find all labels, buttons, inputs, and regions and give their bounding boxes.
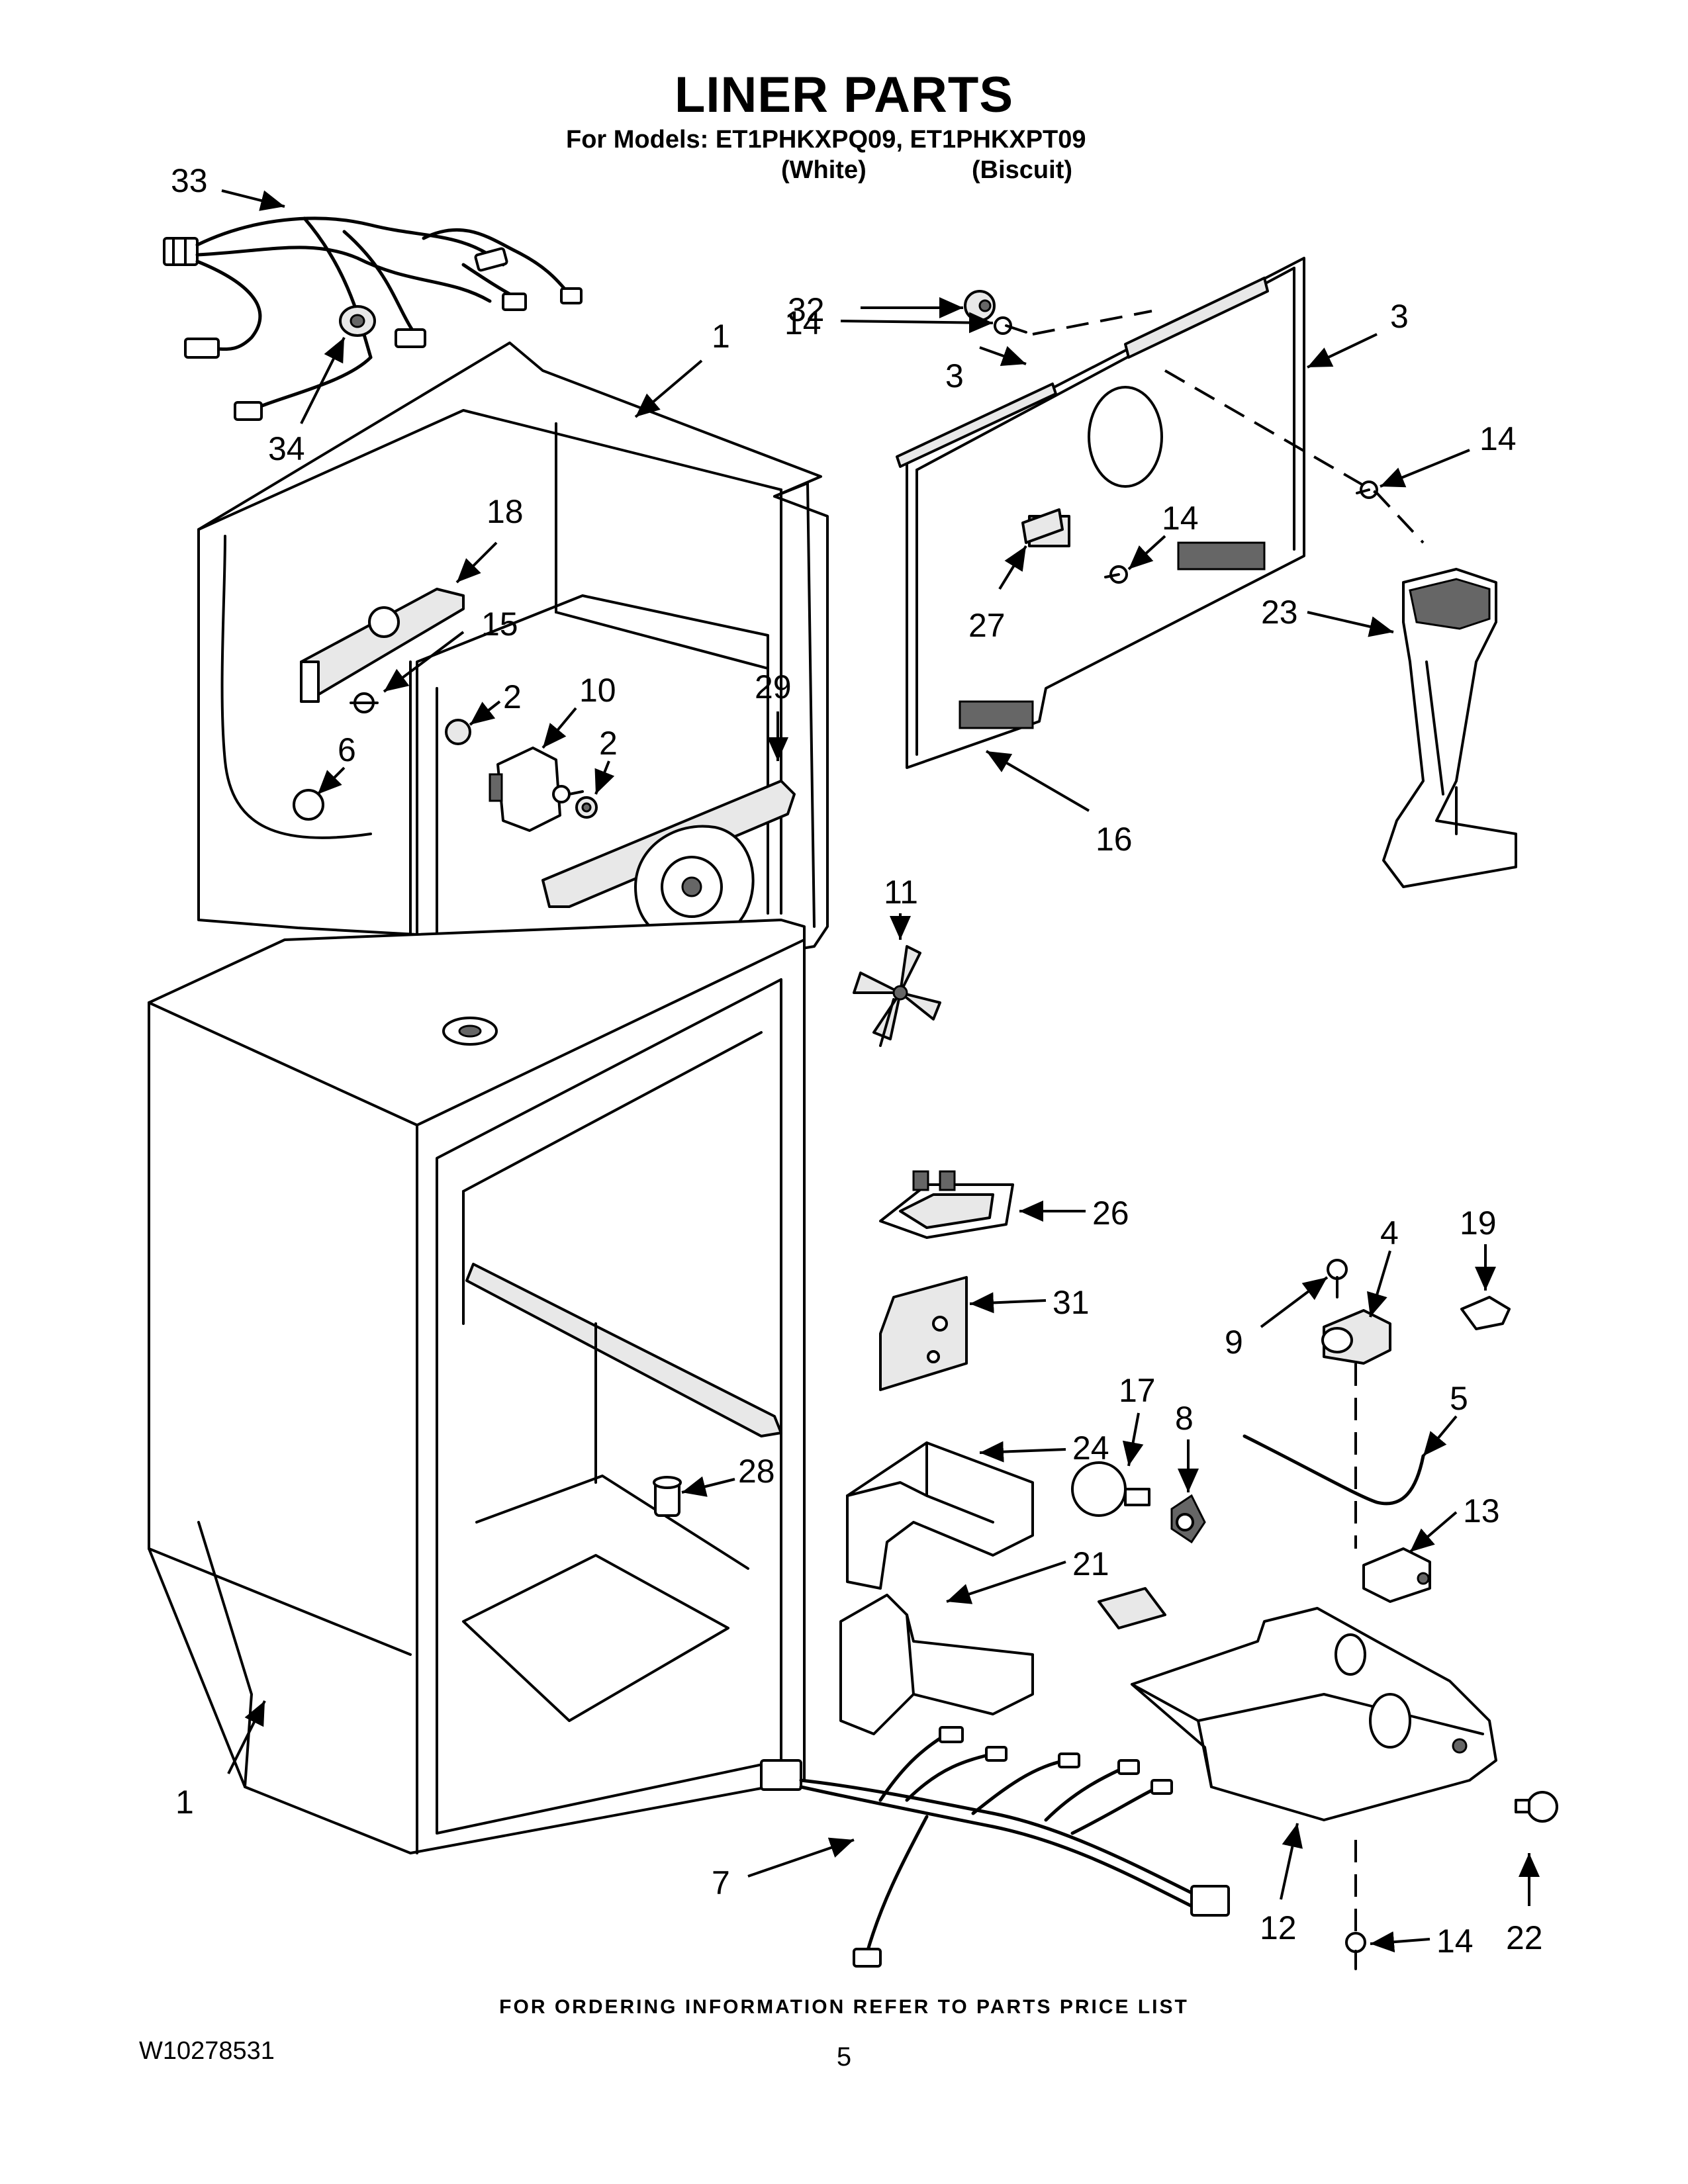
callout-14-d: 14 [1436, 1923, 1474, 1960]
control-housing-12 [1098, 1587, 1497, 1821]
callout-23: 23 [1261, 594, 1298, 631]
seal-3a [896, 383, 1057, 468]
callout-26: 26 [1092, 1195, 1129, 1232]
models-line: For Models: ET1PHKXPQ09, ET1PHKXPT09 [566, 126, 1086, 154]
callout-22: 22 [1506, 1919, 1543, 1956]
callout-17: 17 [1119, 1372, 1156, 1409]
callout-18: 18 [487, 493, 524, 530]
callout-29: 29 [755, 668, 792, 705]
callout-8: 8 [1175, 1400, 1194, 1437]
clip-27 [1021, 508, 1064, 544]
callout-5: 5 [1450, 1380, 1468, 1417]
callout-1-bottom: 1 [175, 1784, 194, 1821]
callout-11: 11 [884, 874, 918, 911]
wire-harness-7 [760, 1726, 1230, 1968]
clip-19 [1460, 1296, 1511, 1330]
screw-14a [994, 316, 1027, 335]
screw-15 [350, 692, 379, 713]
fan-blade-11 [853, 945, 941, 1047]
knob-22 [1515, 1791, 1558, 1823]
plug-28 [653, 1476, 682, 1517]
page-title: LINER PARTS [674, 67, 1014, 123]
socket-8 [1170, 1494, 1206, 1544]
housing-24 [846, 1441, 1034, 1590]
callout-1-top: 1 [712, 318, 730, 355]
callout-12: 12 [1260, 1909, 1297, 1946]
assembly-line-2 [1164, 369, 1425, 544]
callout-33: 33 [171, 162, 208, 199]
callout-14-a-visible: 14 [784, 304, 821, 341]
seal-3b [1124, 277, 1269, 359]
callout-3-a: 3 [945, 357, 964, 394]
cap-2b [575, 796, 598, 819]
callout-31: 31 [1053, 1284, 1090, 1321]
callout-3-b: 3 [1390, 298, 1409, 335]
callout-34: 34 [268, 430, 305, 467]
housing-21 [839, 1594, 1034, 1735]
screw-9 [1327, 1259, 1348, 1298]
callout-2-a: 2 [503, 678, 522, 715]
document-number: W10278531 [139, 2037, 275, 2065]
callout-6: 6 [338, 731, 356, 768]
light-shield-26 [879, 1170, 1014, 1239]
tube-5 [1243, 1434, 1425, 1506]
assembly-line-1 [1032, 310, 1152, 336]
color-biscuit-label: (Biscuit) [972, 156, 1072, 184]
callout-16: 16 [1096, 821, 1133, 858]
screw-14b [1356, 480, 1378, 499]
fan-bracket-18 [300, 588, 465, 703]
fresh-food-liner-1 [148, 919, 806, 1854]
screw-14d [1345, 1932, 1366, 1970]
knob-6 [293, 789, 324, 821]
callout-19: 19 [1460, 1205, 1497, 1242]
fan-mount-29 [541, 780, 796, 946]
callout-32: 32 [788, 291, 825, 328]
leader-arrows [221, 189, 1540, 1953]
screw-14c [1104, 565, 1128, 584]
page-number: 5 [836, 2042, 852, 2071]
control-4 [1321, 1309, 1391, 1365]
callout-14-b: 14 [1479, 420, 1517, 457]
callout-15: 15 [481, 606, 518, 643]
callout-28: 28 [738, 1453, 775, 1490]
light-bulb-17 [1071, 1461, 1150, 1517]
damper-10 [489, 747, 584, 832]
spacer-32 [964, 290, 996, 322]
callout-labels: 33 34 1 18 15 2 10 2 6 29 11 32 14 3 3 1… [171, 162, 1543, 1960]
callout-21: 21 [1072, 1545, 1109, 1582]
callout-10: 10 [579, 672, 616, 709]
callout-7: 7 [712, 1864, 730, 1901]
duct-cover-16 [906, 257, 1305, 769]
callout-14-c: 14 [1162, 500, 1199, 537]
ordering-note: FOR ORDERING INFORMATION REFER TO PARTS … [499, 1996, 1189, 2018]
grommet-34 [339, 305, 376, 337]
color-white-label: (White) [781, 156, 867, 184]
callout-2-b: 2 [599, 725, 618, 762]
callout-27: 27 [968, 607, 1006, 644]
callout-24: 24 [1072, 1430, 1109, 1467]
vent-duct-23 [1382, 568, 1517, 888]
callout-13: 13 [1463, 1492, 1500, 1529]
callout-4: 4 [1380, 1214, 1399, 1251]
switch-13 [1362, 1547, 1431, 1603]
cover-plate-31 [879, 1276, 968, 1391]
wire-harness-33 [163, 216, 583, 421]
cap-2a [445, 719, 471, 745]
callout-9: 9 [1225, 1324, 1243, 1361]
